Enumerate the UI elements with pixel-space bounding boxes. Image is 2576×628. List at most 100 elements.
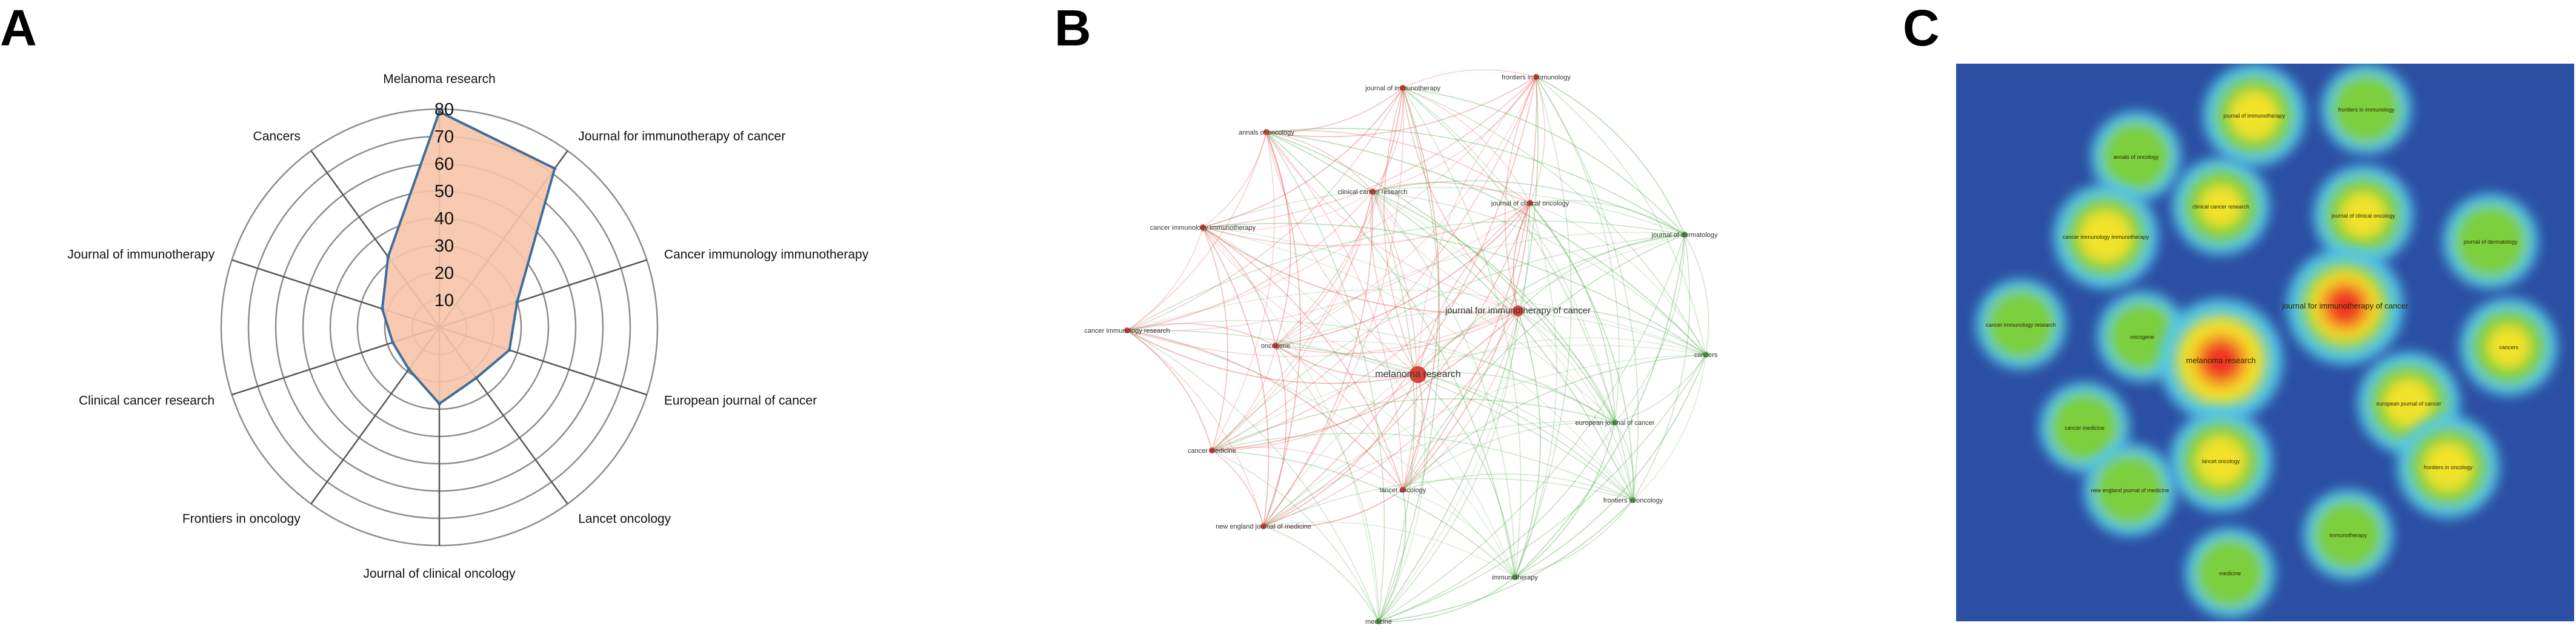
network-edge [1202, 227, 1379, 622]
network-edge [1202, 227, 1419, 375]
network-edge [1383, 87, 1419, 375]
network-edge [1263, 374, 1419, 527]
heatmap-spot [2203, 64, 2305, 166]
heatmap-spot [2091, 112, 2181, 201]
radar-tick-label: 10 [434, 291, 454, 310]
network-edge [1372, 191, 1706, 355]
heatmap-label-journal-of-dermatology: journal of dermatology [2463, 239, 2518, 245]
network-node-cancers [1703, 352, 1709, 358]
heatmap-spot [2170, 410, 2272, 512]
network-node-journal-of-dermatology [1682, 232, 1688, 238]
network-edge [1529, 202, 1706, 355]
network-edge [1372, 191, 1516, 578]
network-edge [1211, 450, 1264, 527]
network-edge [1266, 132, 1634, 501]
radar-tick-label: 40 [434, 209, 454, 229]
network-node-clinical-cancer-research [1370, 189, 1376, 195]
network-edge [1275, 76, 1537, 346]
network-edge [1402, 87, 1440, 490]
network-edge [1211, 191, 1373, 451]
heatmap-spot [2172, 158, 2269, 255]
network-node-annals-of-oncology [1263, 129, 1270, 135]
heatmap-spot [2185, 528, 2275, 618]
network-edge [1202, 227, 1519, 314]
network-edge [1275, 232, 1685, 346]
network-node-journal-for-immunotherapy-of-cancer [1513, 306, 1523, 316]
heatmap-label-journal-of-immunotherapy: journal of immunotherapy [2223, 113, 2285, 119]
network-edge [1202, 227, 1276, 346]
radar-point [474, 376, 478, 380]
network-label-frontiers-in-immunology: frontiers in immunology [1502, 74, 1571, 81]
heatmap-label-journal-of-clinical-oncology: journal of clinical oncology [2331, 213, 2395, 219]
network-edge [1402, 234, 1685, 490]
network-edge [1402, 489, 1516, 578]
network-edge [1402, 374, 1423, 490]
network-label-cancer-medicine: cancer medicine [1188, 447, 1236, 455]
radar-tick-label: 20 [434, 264, 454, 283]
network-edge [1402, 87, 1685, 235]
network-edge [1378, 576, 1516, 622]
network-edge [1378, 489, 1406, 622]
network-edge [1402, 354, 1706, 490]
network-edge [1202, 87, 1403, 228]
network-edge [1402, 87, 1531, 204]
network-edge [1202, 227, 1516, 578]
network-edge [1402, 202, 1531, 490]
network-edge [1417, 374, 1634, 501]
network-edge [1127, 330, 1516, 578]
network-edge [1514, 499, 1634, 578]
network-edge [1211, 132, 1275, 451]
network-edge [1529, 76, 1545, 204]
network-edge [1202, 227, 1403, 490]
network-edge [1275, 345, 1634, 501]
heatmap-label-lancet-oncology: lancet oncology [2202, 458, 2240, 464]
radar-tick-label: 70 [434, 127, 454, 147]
network-edge [1417, 310, 1519, 375]
network-label-journal-of-dermatology: journal of dermatology [1651, 232, 1718, 239]
network-label-medicine: medicine [1365, 618, 1392, 626]
network-edge [1127, 319, 1616, 423]
radar-axis-label-cancers: Cancers [253, 129, 301, 143]
network-edge [1514, 76, 1572, 578]
heatmap-spot [2303, 490, 2393, 580]
network-edge [1632, 234, 1691, 501]
network-edge [1372, 191, 1519, 312]
network-node-cancer-immunology-immunotherapy [1200, 224, 1206, 230]
network-edge [1211, 87, 1403, 451]
network-edge [1372, 191, 1415, 622]
radar-point [515, 300, 519, 304]
network-edge [1417, 234, 1685, 375]
heatmap-spot [2460, 298, 2557, 395]
radar-point [507, 348, 511, 352]
network-edge [1127, 330, 1213, 451]
network-edge [1211, 450, 1516, 578]
heatmap-spot [2084, 444, 2176, 536]
network-edge [1275, 87, 1403, 346]
network-label-journal-of-immunotherapy: journal of immunotherapy [1365, 85, 1441, 92]
network-edge [1378, 87, 1440, 622]
network-edge [1127, 330, 1379, 622]
network-edge [1378, 234, 1685, 622]
network-edge [1402, 310, 1519, 490]
network-edge [1266, 127, 1685, 235]
radar-axis-label-lancet-oncology: Lancet oncology [578, 512, 671, 526]
network-edge [1127, 227, 1203, 331]
network-edge [1266, 132, 1373, 192]
network-node-frontiers-in-oncology [1630, 497, 1636, 503]
network-edge [1417, 372, 1616, 423]
heatmap-label-cancer-immunology-research: cancer immunology research [1986, 322, 2056, 328]
heatmap-label-journal-for-immunotherapy-of-cancer: journal for immunotherapy of cancer [2281, 301, 2409, 310]
network-edge [1263, 345, 1287, 527]
network-edge [1372, 191, 1417, 490]
network-edge [1378, 310, 1519, 622]
heatmap-label-melanoma-research: melanoma research [2186, 356, 2256, 365]
network-edge [1378, 499, 1634, 622]
network-label-cancer-immunology-research: cancer immunology research [1084, 327, 1170, 335]
network-edge [1275, 191, 1373, 346]
network-edge [1127, 322, 1276, 346]
network-edge [1417, 337, 1706, 375]
network-edge [1263, 132, 1301, 527]
network-edges [1127, 69, 1709, 622]
network-edge [1263, 526, 1379, 622]
